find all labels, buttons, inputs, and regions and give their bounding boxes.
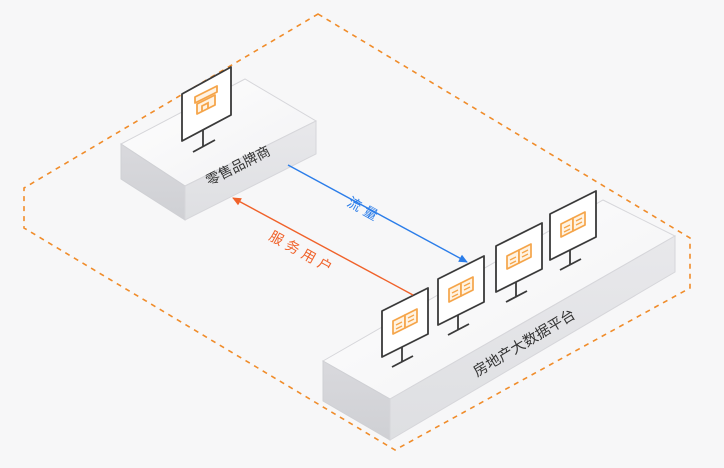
platform-monitor-2 xyxy=(437,255,485,336)
retail-monitor xyxy=(181,66,232,153)
platform-monitor-3 xyxy=(495,222,543,303)
platform-monitor-1 xyxy=(381,287,429,368)
platform-block xyxy=(321,199,677,441)
traffic-arrow xyxy=(287,164,468,263)
service-arrow xyxy=(232,197,414,296)
ecosystem-boundary xyxy=(23,13,691,451)
book-icon xyxy=(392,308,418,335)
book-icon xyxy=(560,211,586,238)
book-icon xyxy=(506,243,532,270)
retail-brand-block xyxy=(120,78,318,221)
platform-monitor-4 xyxy=(549,190,597,271)
book-icon xyxy=(448,276,474,303)
traffic-label: 流 量 xyxy=(344,195,380,225)
storefront-icon xyxy=(194,85,218,115)
